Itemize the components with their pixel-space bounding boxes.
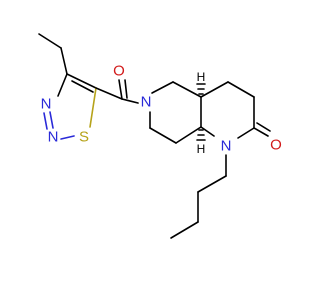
butyl-chain [170,154,227,239]
thiadiazole-ring [43,73,97,140]
atom-h-upper-stereo: H [197,70,206,84]
bond-ch2-ch3 [38,33,62,49]
lactam-ring [200,81,271,139]
bond-c2-n1 [237,127,255,139]
atom-labels: O N O N N N S H H [41,63,282,157]
bond-n3-n2-double-b [43,112,48,130]
bond-carbonyl-o-b [124,79,128,99]
bond-c4a-c4 [200,81,229,98]
bond-c8-c7 [149,127,177,144]
atom-n-lactam: N [221,138,232,155]
bond-c5-carbonyl [95,87,123,100]
bond-ch2-ch2-b [197,175,227,193]
bond-c5-c4a [172,81,202,98]
bond-n1-c8a [200,126,215,137]
atom-s-thiadiazole: S [79,129,89,146]
molecule-structure-diagram: O N O N N N S H H [38,33,282,239]
bond-c2-o-a [253,127,269,137]
bond-c4-c5-thiadiazole [66,73,97,89]
bond-carbonyl-n [121,98,139,104]
atom-n-thiadiazole-3: N [41,96,52,113]
bond-c4-c3 [227,81,255,98]
atom-o-lactam: O [270,137,282,154]
bond-n6-c5 [151,81,174,94]
bond-c2-o-b [256,122,271,132]
atom-n-ring-amide: N [141,94,152,111]
bond-c8a-c8 [175,126,202,144]
bond-c4-c5-thiadiazole-double [71,80,94,93]
carbonyl-linker [95,79,139,104]
bond-s1-c5 [89,87,97,128]
bond-n3-n2-double-a [49,111,54,129]
atom-n-thiadiazole-2: N [48,129,59,146]
piperidine-ring [149,81,202,144]
atom-o-carbonyl-amide: O [113,63,125,80]
stereo-bonds [196,83,206,141]
bond-ch2-ch3-d [170,221,199,239]
bond-n2-s1 [60,135,75,140]
bond-carbonyl-o-a [118,79,123,100]
bond-c4-n3 [57,73,68,97]
bond-c4-ch2 [60,47,68,75]
ethyl-group [38,33,68,75]
atom-h-lower-stereo: H [197,142,206,156]
